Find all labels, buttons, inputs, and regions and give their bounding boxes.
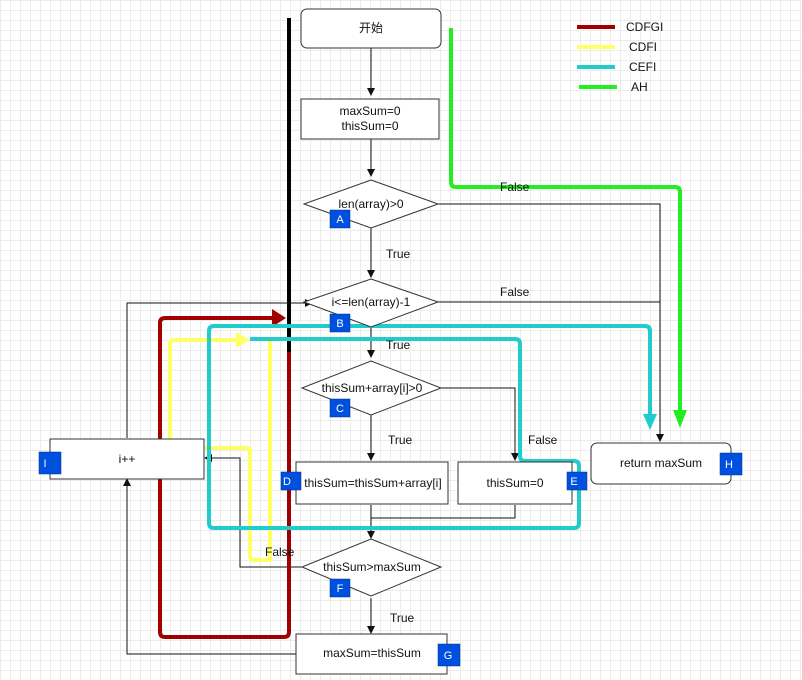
badge-b-letter: B (336, 318, 343, 330)
badge-c-letter: C (336, 403, 344, 415)
badge-e-letter: E (570, 476, 577, 488)
process-g[interactable]: maxSum=thisSum (295, 633, 448, 675)
decision-b-label: i<=len(array)-1 (332, 295, 411, 309)
badge-e: E (566, 471, 588, 491)
init-node[interactable]: maxSum=0 thisSum=0 (300, 98, 440, 140)
start-node-label: 开始 (359, 21, 383, 35)
badge-f-letter: F (337, 583, 344, 595)
edge-label-c-true: True (388, 433, 413, 447)
decision-f[interactable]: thisSum>maxSum (300, 538, 443, 597)
edge-g-i (123, 478, 296, 655)
highlight-paths (158, 28, 687, 639)
edge-a-false (438, 203, 664, 442)
path-cefi-arrowhead (643, 414, 657, 430)
badge-h: H (719, 452, 743, 476)
legend: CDFGI CDFI CEFI AH (577, 20, 663, 94)
edge-label-a-false: False (500, 180, 530, 194)
process-i[interactable]: i++ (49, 438, 205, 480)
badge-d-letter: D (283, 476, 291, 488)
path-ah-arrowhead (673, 410, 687, 428)
path-cdfi-arrowhead (236, 332, 250, 348)
decision-c-label: thisSum+array[i]>0 (322, 381, 423, 395)
edge-e-merge (371, 505, 516, 519)
init-node-line1: maxSum=0 (339, 104, 400, 118)
process-e-label: thisSum=0 (486, 476, 543, 490)
badge-i: I (38, 451, 62, 475)
process-e[interactable]: thisSum=0 (457, 461, 573, 505)
badge-a: A (329, 209, 351, 229)
decision-c[interactable]: thisSum+array[i]>0 (300, 360, 443, 416)
edge-label-f-false: False (265, 545, 295, 559)
edge-i-b (126, 299, 313, 438)
badge-h-letter: H (725, 459, 733, 471)
legend-item-cdfgi: CDFGI (577, 20, 663, 34)
connectors (123, 48, 664, 655)
path-cdfi-yellow (168, 338, 272, 562)
decision-a[interactable]: len(array)>0 (302, 179, 440, 229)
legend-item-cdfi: CDFI (577, 40, 657, 54)
edge-labels: False True False True True False False T… (265, 180, 558, 625)
edge-c-false (441, 387, 519, 461)
process-i-label: i++ (119, 452, 136, 466)
badge-i-letter: I (43, 458, 46, 470)
edge-f-false (204, 454, 302, 568)
legend-item-ah: AH (579, 80, 648, 94)
start-node[interactable]: 开始 (300, 8, 442, 49)
legend-label-cdfgi: CDFGI (626, 20, 663, 34)
process-h-label: return maxSum (620, 456, 702, 470)
badge-c: C (329, 398, 351, 418)
process-d-label: thisSum=thisSum+array[i] (304, 476, 441, 490)
path-cefi-cyan (207, 324, 652, 530)
edge-label-a-true: True (386, 247, 411, 261)
edge-label-c-false: False (528, 433, 558, 447)
legend-label-ah: AH (631, 80, 648, 94)
path-cdfgi-arrowhead (272, 309, 286, 327)
process-d[interactable]: thisSum=thisSum+array[i] (295, 461, 449, 505)
legend-item-cefi: CEFI (577, 60, 656, 74)
edge-label-b-true: True (386, 338, 411, 352)
process-g-label: maxSum=thisSum (323, 646, 421, 660)
badge-g-letter: G (444, 650, 453, 662)
badge-a-letter: A (336, 214, 344, 226)
badge-d: D (280, 471, 302, 491)
path-cdfgi-red (158, 316, 291, 639)
init-node-line2: thisSum=0 (341, 119, 398, 133)
edge-label-f-true: True (390, 611, 415, 625)
decision-f-label: thisSum>maxSum (323, 560, 421, 574)
badge-g: G (437, 643, 461, 667)
edge-label-b-false: False (500, 285, 530, 299)
badge-b: B (329, 313, 351, 333)
legend-label-cefi: CEFI (629, 60, 656, 74)
badges: A B C D E F G H I (38, 209, 743, 667)
decision-b[interactable]: i<=len(array)-1 (302, 278, 440, 328)
path-ah-green (449, 28, 682, 413)
badge-f: F (329, 578, 351, 598)
process-h[interactable]: return maxSum (590, 442, 732, 485)
legend-label-cdfi: CDFI (629, 40, 657, 54)
decision-a-label: len(array)>0 (338, 197, 403, 211)
